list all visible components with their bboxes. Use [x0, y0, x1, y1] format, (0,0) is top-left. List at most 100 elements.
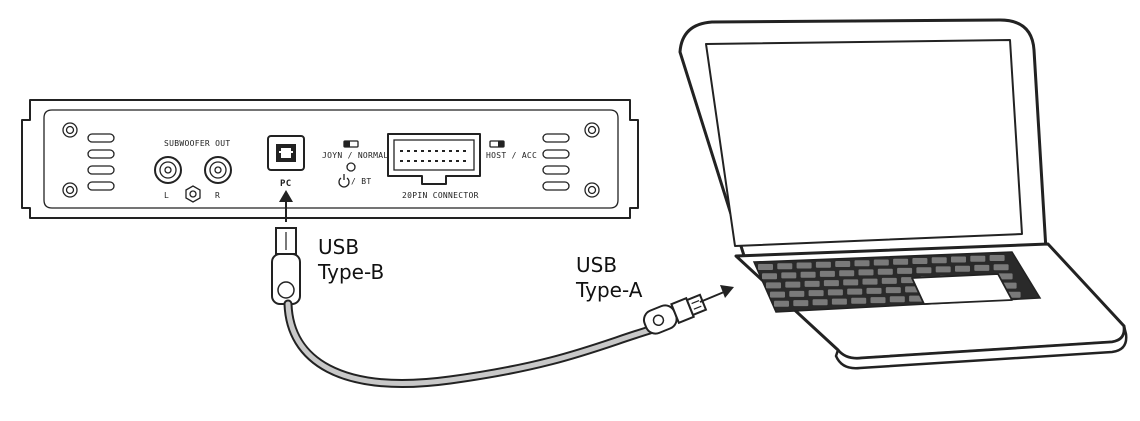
keyboard-key — [970, 255, 986, 262]
keyboard-key — [885, 287, 901, 294]
keyboard-key — [881, 277, 897, 284]
keyboard-key — [819, 270, 835, 277]
connector-pin — [407, 150, 410, 152]
screw-icon — [584, 122, 600, 138]
host-acc-label: HOST / ACC — [486, 151, 537, 160]
screw-icon — [62, 122, 78, 138]
vent-slots-left — [87, 133, 115, 191]
keyboard-key — [854, 260, 870, 267]
subwoofer-out-label: SUBWOOFER OUT — [164, 139, 231, 148]
vent-slots-right — [542, 133, 570, 191]
usb-cable — [283, 299, 655, 388]
keyboard-key — [827, 289, 843, 296]
connector-pin — [456, 160, 459, 162]
keyboard-key — [916, 267, 932, 274]
keyboard-key — [781, 272, 797, 279]
keyboard-key — [931, 257, 947, 264]
usb-type-a-label-line1: USB — [576, 253, 617, 277]
laptop — [678, 18, 1128, 370]
keyboard-key — [766, 282, 781, 289]
keyboard-key — [877, 268, 893, 275]
usb-b-port — [267, 135, 305, 171]
keyboard-key — [774, 300, 789, 307]
keyboard-key — [870, 297, 886, 304]
connector-pin — [463, 150, 466, 152]
hex-nut-icon — [185, 185, 201, 203]
connector-pin — [414, 160, 417, 162]
connector-pin — [442, 150, 445, 152]
connector-pins — [400, 150, 466, 162]
keyboard-key — [770, 291, 785, 298]
connector-pin — [435, 160, 438, 162]
usb-type-b-label-line2: Type-B — [317, 260, 384, 284]
keyboard-key — [777, 263, 793, 270]
rca-jack-right — [204, 156, 232, 184]
connector-pin — [428, 160, 431, 162]
keyboard-key — [839, 270, 855, 277]
keyboard-key — [997, 273, 1013, 280]
keyboard-key — [843, 279, 859, 286]
power-icon — [338, 174, 350, 188]
keyboard-key — [955, 265, 970, 272]
usb-type-b-label-line1: USB — [318, 235, 359, 259]
keyboard-key — [758, 264, 773, 270]
host-acc-switch — [489, 140, 505, 148]
connector-pin — [442, 160, 445, 162]
keyboard-key — [800, 271, 816, 278]
keyboard-key — [808, 290, 824, 297]
connector-pin — [456, 150, 459, 152]
usb-type-b-plug — [271, 227, 301, 305]
keyboard-key — [862, 278, 878, 285]
keyboard-key — [831, 298, 847, 305]
amplifier-rear-panel: SUBWOOFER OUT L R PC — [21, 99, 639, 219]
screw-icon — [62, 182, 78, 198]
connector-pin — [400, 150, 403, 152]
keyboard-key — [897, 267, 913, 274]
left-channel-label: L — [164, 191, 169, 200]
connector-pin — [428, 150, 431, 152]
keyboard-key — [851, 297, 867, 304]
keyboard-key — [785, 281, 801, 288]
keyboard-key — [912, 258, 928, 264]
keyboard-key — [793, 300, 809, 307]
status-led — [346, 162, 356, 172]
rca-jack-left — [154, 156, 182, 184]
usb-type-a-label-line2: Type-A — [575, 278, 643, 302]
mode-switch — [343, 140, 359, 148]
keyboard-key — [815, 261, 831, 268]
keyboard-key — [951, 256, 966, 263]
pc-port-label: PC — [280, 179, 291, 189]
keyboard-key — [823, 280, 839, 287]
keyboard-key — [835, 261, 851, 267]
laptop-screen — [705, 39, 1023, 247]
mode-switch-label: JOYN / NORMAL — [322, 151, 389, 160]
keyboard-key — [889, 296, 905, 303]
connector-label: 20PIN CONNECTOR — [402, 191, 479, 200]
laptop-touchpad — [911, 273, 1013, 305]
usb-type-a-plug — [642, 293, 708, 335]
connector-pin — [435, 150, 438, 152]
keyboard-key — [847, 288, 863, 295]
keyboard-key — [804, 280, 820, 287]
twenty-pin-connector — [387, 133, 481, 185]
connector-pin — [414, 150, 417, 152]
keyboard-key — [796, 262, 812, 269]
arrow-to-pc-port — [279, 190, 293, 222]
connector-pin — [421, 150, 424, 152]
keyboard-key — [974, 264, 990, 271]
connector-pin — [421, 160, 424, 162]
keyboard-key — [873, 259, 889, 266]
connector-pin — [449, 160, 452, 162]
connector-pin — [407, 160, 410, 162]
arrow-to-laptop — [699, 285, 734, 303]
power-bt-label: / BT — [351, 177, 371, 186]
keyboard-key — [993, 264, 1009, 271]
connector-pin — [449, 150, 452, 152]
keyboard-key — [789, 290, 805, 297]
keyboard-key — [858, 269, 874, 276]
connector-pin — [400, 160, 403, 162]
keyboard-key — [812, 299, 828, 306]
keyboard-key — [866, 287, 882, 294]
keyboard-key — [935, 266, 951, 273]
